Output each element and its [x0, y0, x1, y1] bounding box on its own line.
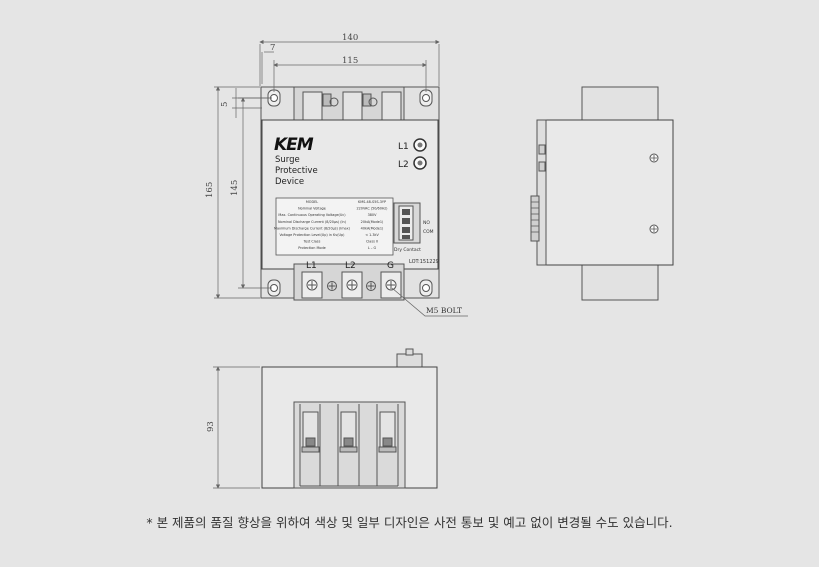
- terminal-label-l1: L1: [306, 261, 317, 271]
- spec-value: Class II: [366, 240, 378, 244]
- dim-depth: 93: [206, 421, 216, 432]
- bolt-label: M5 BOLT: [426, 306, 462, 315]
- spec-value: L – G: [368, 246, 377, 250]
- lot-number: LOT:151229: [409, 259, 439, 265]
- brand-logo: KEM: [274, 135, 314, 155]
- product-line-1: Surge: [275, 155, 300, 165]
- spec-value: 220VAC (50/60Hz): [356, 207, 388, 211]
- terminal-label-l2: L2: [345, 261, 356, 271]
- dim-overall-width: 140: [342, 33, 358, 43]
- spec-label: Protection Mode: [298, 246, 325, 250]
- dim-edge-offset: 7: [270, 43, 275, 53]
- dim-mount-pitch: 115: [342, 56, 358, 66]
- depth-dimension: [213, 366, 260, 489]
- dimension-lines: [214, 39, 440, 299]
- footnote: * 본 제품의 품질 향상을 위하여 색상 및 일부 디자인은 사전 통보 및 …: [146, 515, 673, 530]
- spec-label: Voltage Protection Level(Up) in Kv(Up): [279, 233, 345, 237]
- spec-value: KMS-48-S5S-3YP: [358, 200, 386, 204]
- spec-label: Nominal Discharge Current (8/20μs) (In): [278, 220, 347, 224]
- spec-label: Test Class: [303, 240, 321, 244]
- bottom-view: [261, 348, 438, 489]
- spec-label: MODEL: [306, 200, 318, 204]
- product-line-2: Protective: [275, 166, 318, 176]
- product-line-3: Device: [275, 177, 304, 187]
- front-view: [260, 86, 468, 317]
- indicator-label-l2: L2: [398, 160, 409, 170]
- contact-label-com: COM: [423, 229, 434, 235]
- spec-label: Max. Continuous Operating Voltage(Uc): [278, 213, 346, 217]
- contact-label-no: NO: [423, 220, 430, 226]
- terminal-label-g: G: [387, 261, 394, 271]
- dim-overall-height: 165: [205, 182, 215, 198]
- spec-value: 40kA(Mode1): [361, 226, 384, 230]
- spec-label: Nominal Voltage: [298, 207, 326, 211]
- indicator-label-l1: L1: [398, 142, 409, 152]
- dry-contact-label: Dry Contact: [394, 247, 421, 253]
- spec-value: 380V: [368, 213, 377, 217]
- dim-hole-offset: 5: [220, 102, 230, 107]
- dim-mount-height: 145: [230, 180, 240, 196]
- spec-table: MODEL KMS-48-S5S-3YP Nominal Voltage 220VAC…: [274, 200, 388, 250]
- side-view: [530, 86, 674, 301]
- spec-value: 20kA(Mode1): [361, 220, 384, 224]
- spec-value: < 1.3kV: [365, 233, 379, 237]
- spec-label: Maximum Discharge Current (8/20μs) (Imax…: [274, 226, 351, 230]
